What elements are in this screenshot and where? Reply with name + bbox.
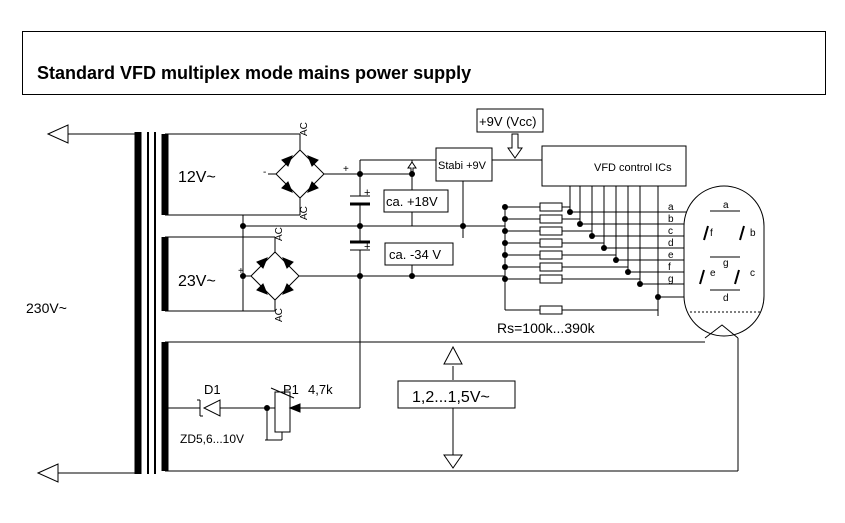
filament-voltage-box xyxy=(397,380,516,409)
p1-value-label: 4,7k xyxy=(308,382,333,397)
tube-segment-b: b xyxy=(750,228,756,239)
segment-label-a: a xyxy=(668,202,674,213)
bridge2-ac-bottom-label: AC xyxy=(274,308,285,322)
tube-segment-f: f xyxy=(710,228,713,239)
bridge2-ac-top-label: AC xyxy=(274,227,285,241)
secondary-12v-label: 12V~ xyxy=(178,169,216,186)
segment-label-c: c xyxy=(668,226,673,237)
tube-segment-a: a xyxy=(723,200,729,211)
filament-voltage-label: 1,2...1,5V~ xyxy=(412,389,490,406)
vfd-control-ics-box xyxy=(541,145,687,187)
bridge2-minus-label: - xyxy=(320,271,323,282)
bridge1-plus-label: + xyxy=(343,164,349,175)
potentiometer-p1 xyxy=(265,387,301,441)
tube-segment-g: g xyxy=(723,258,729,269)
segment-label-g: g xyxy=(668,274,674,285)
voltage-34v-label: ca. -34 V xyxy=(389,247,441,262)
segment-label-d: d xyxy=(668,238,674,249)
bridge1-ac-bottom-label: AC xyxy=(299,206,310,220)
transformer xyxy=(134,132,169,474)
tube-segment-d: d xyxy=(723,293,729,304)
stabi-box xyxy=(435,147,493,182)
vcc-label: +9V (Vcc) xyxy=(479,114,536,129)
voltage-18v-box xyxy=(383,189,449,213)
diagram-title: Standard VFD multiplex mode mains power … xyxy=(37,63,472,83)
tube-segment-c: c xyxy=(750,268,755,279)
resistor-array xyxy=(504,186,690,316)
secondary-23v-label: 23V~ xyxy=(178,273,216,290)
voltage-18v-label: ca. +18V xyxy=(386,194,438,209)
cap1-plus-label: + xyxy=(364,187,370,199)
segment-label-b: b xyxy=(668,214,674,225)
bridge1-minus-label: - xyxy=(263,167,266,178)
d1-label: D1 xyxy=(204,382,221,397)
zener-label: ZD5,6...10V xyxy=(180,432,244,446)
vfd-ics-label: VFD control ICs xyxy=(594,162,672,174)
bridge-rectifier-1 xyxy=(268,149,338,199)
segment-label-f: f xyxy=(668,262,671,273)
vfd-tube xyxy=(683,185,765,339)
bridge-rectifier-2 xyxy=(243,251,345,301)
bridge2-plus-label: + xyxy=(238,266,244,277)
junction-dots xyxy=(240,171,661,411)
capacitor-18v xyxy=(350,195,370,226)
resistor-range-label: Rs=100k...390k xyxy=(497,320,596,336)
vcc-box xyxy=(476,108,544,133)
tube-segment-e: e xyxy=(710,268,716,279)
mains-voltage-label: 230V~ xyxy=(26,300,67,316)
cap2-plus-label: + xyxy=(364,241,370,253)
voltage-34v-box xyxy=(384,242,454,266)
p1-label: P1 xyxy=(283,382,299,397)
title-frame: Standard VFD multiplex mode mains power … xyxy=(22,31,826,95)
zener-diode-d1 xyxy=(165,399,267,417)
mains-input xyxy=(36,124,138,483)
stabi-label: Stabi +9V xyxy=(438,160,487,172)
bridge1-ac-top-label: AC xyxy=(299,122,310,136)
segment-label-e: e xyxy=(668,250,674,261)
